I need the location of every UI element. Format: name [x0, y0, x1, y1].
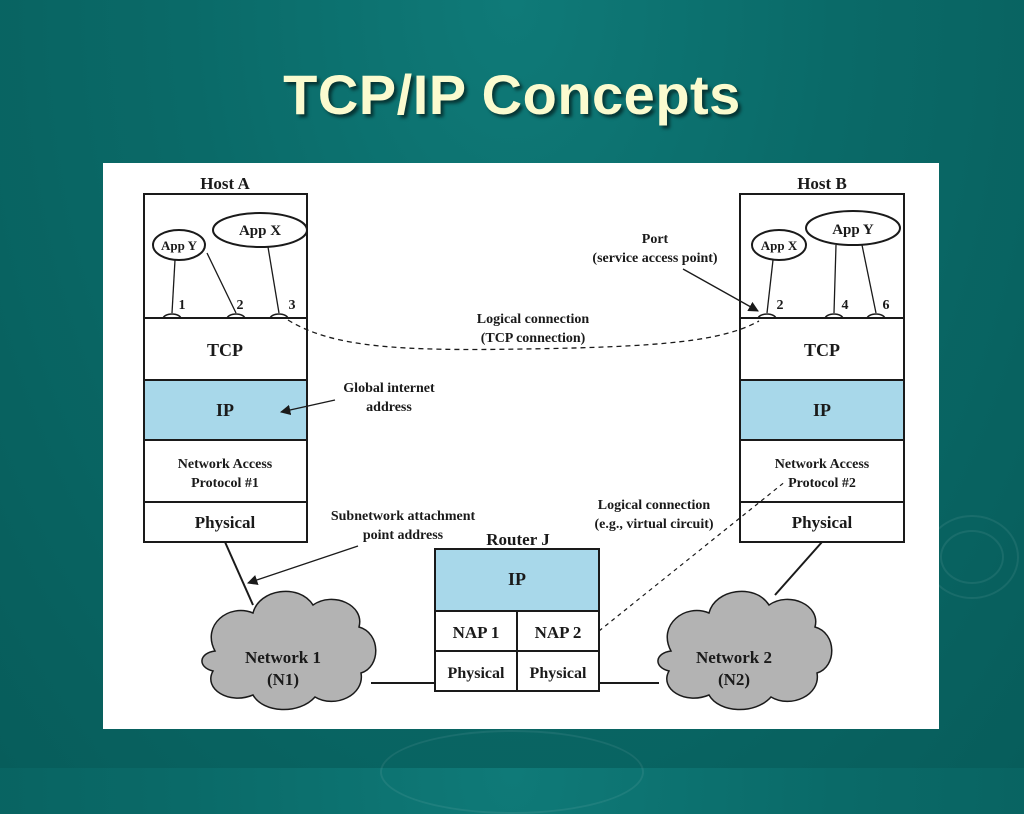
network-2-label-1: Network 2	[696, 648, 772, 667]
network-2-cloud: Network 2 (N2)	[657, 590, 833, 711]
router-ip-label: IP	[508, 569, 526, 589]
network-2-label-2: (N2)	[718, 670, 750, 689]
router-physical-left-label: Physical	[448, 665, 505, 682]
router-physical-right	[516, 650, 600, 692]
host-a-nap-layer	[143, 439, 308, 503]
background-ripple	[925, 515, 1019, 599]
host-b: Host B App X App Y 2 4 6 TCP IP Network …	[739, 174, 905, 543]
global-address-arrow	[279, 399, 336, 416]
link-line	[171, 259, 176, 314]
host-a: Host A App Y App X 1 2 3 TCP IP Network …	[143, 174, 308, 543]
host-b-tcp-layer	[739, 317, 905, 381]
host-a-nap-label-2: Protocol #1	[191, 476, 259, 491]
port-arrow	[682, 268, 759, 312]
cloud-shape	[201, 590, 377, 711]
host-b-physical-layer	[739, 501, 905, 543]
port-number: 6	[883, 298, 890, 313]
host-a-app-y	[152, 229, 206, 261]
host-b-ip-label: IP	[813, 400, 831, 420]
logical-vc-label-2: (e.g., virtual circuit)	[594, 517, 713, 532]
host-b-app-x	[751, 229, 807, 261]
host-b-app-y-label: App Y	[832, 222, 874, 238]
link-line	[833, 244, 837, 314]
network-1-cloud: Network 1 (N1)	[201, 590, 377, 711]
diagram-panel: Host A App Y App X 1 2 3 TCP IP Network …	[103, 163, 939, 729]
link-line	[766, 259, 774, 314]
host-b-ip-layer	[739, 379, 905, 441]
host-a-title: Host A	[200, 174, 250, 193]
host-a-physical-layer	[143, 501, 308, 543]
host-b-nap-layer	[739, 439, 905, 503]
port-label-2: (service access point)	[592, 251, 718, 266]
host-a-tcp-label: TCP	[207, 340, 243, 360]
port-number: 1	[179, 298, 186, 313]
link-line	[861, 244, 877, 314]
global-address-label-2: address	[366, 400, 412, 415]
host-b-tcp-label: TCP	[804, 340, 840, 360]
router-physical-right-label: Physical	[530, 665, 587, 682]
host-a-ip-label: IP	[216, 400, 234, 420]
subnetwork-address-arrow	[247, 545, 359, 585]
host-a-physical-label: Physical	[195, 513, 256, 532]
slide-title: TCP/IP Concepts	[283, 63, 741, 126]
link-line	[206, 252, 237, 314]
port-number: 4	[842, 298, 849, 313]
link-line	[267, 246, 280, 314]
tcpip-diagram: Host A App Y App X 1 2 3 TCP IP Network …	[143, 174, 905, 711]
host-a-nap-label-1: Network Access	[178, 457, 273, 472]
router-nap2-label: NAP 2	[535, 623, 582, 642]
cloud-shape	[657, 590, 833, 711]
network-1-label-1: Network 1	[245, 648, 321, 667]
port-label-1: Port	[642, 232, 669, 247]
router-title: Router J	[486, 530, 550, 549]
subnetwork-label-1: Subnetwork attachment	[331, 509, 476, 524]
router-nap1-label: NAP 1	[453, 623, 500, 642]
logical-tcp-label-2: (TCP connection)	[481, 331, 586, 346]
port-number: 2	[777, 298, 784, 313]
host-b-app-y	[805, 210, 901, 246]
network-1-label-2: (N1)	[267, 670, 299, 689]
global-address-label-1: Global internet	[343, 381, 435, 396]
host-a-app-y-label: App Y	[161, 238, 198, 253]
host-a-app-x-label: App X	[239, 223, 281, 239]
host-a-ip-layer	[143, 379, 308, 441]
router-ip-layer	[434, 548, 600, 612]
host-b-nap-label-2: Protocol #2	[788, 476, 856, 491]
host-a-to-network-1-line	[224, 541, 254, 606]
host-b-nap-label-1: Network Access	[775, 457, 870, 472]
background-ripple	[380, 730, 644, 814]
subnetwork-label-2: point address	[363, 528, 444, 543]
host-b-title: Host B	[797, 174, 847, 193]
host-b-to-network-2-line	[774, 541, 823, 596]
port-number: 2	[237, 298, 244, 313]
host-b-physical-label: Physical	[792, 513, 853, 532]
logical-vc-label-1: Logical connection	[598, 498, 711, 513]
port-number: 3	[289, 298, 296, 313]
host-a-app-x	[212, 212, 308, 248]
logical-tcp-connection-dashed	[287, 319, 760, 351]
logical-tcp-label-1: Logical connection	[477, 312, 590, 327]
router-j: Router J IP NAP 1 NAP 2 Physical Physica…	[434, 530, 600, 692]
host-b-app-x-label: App X	[761, 238, 798, 253]
